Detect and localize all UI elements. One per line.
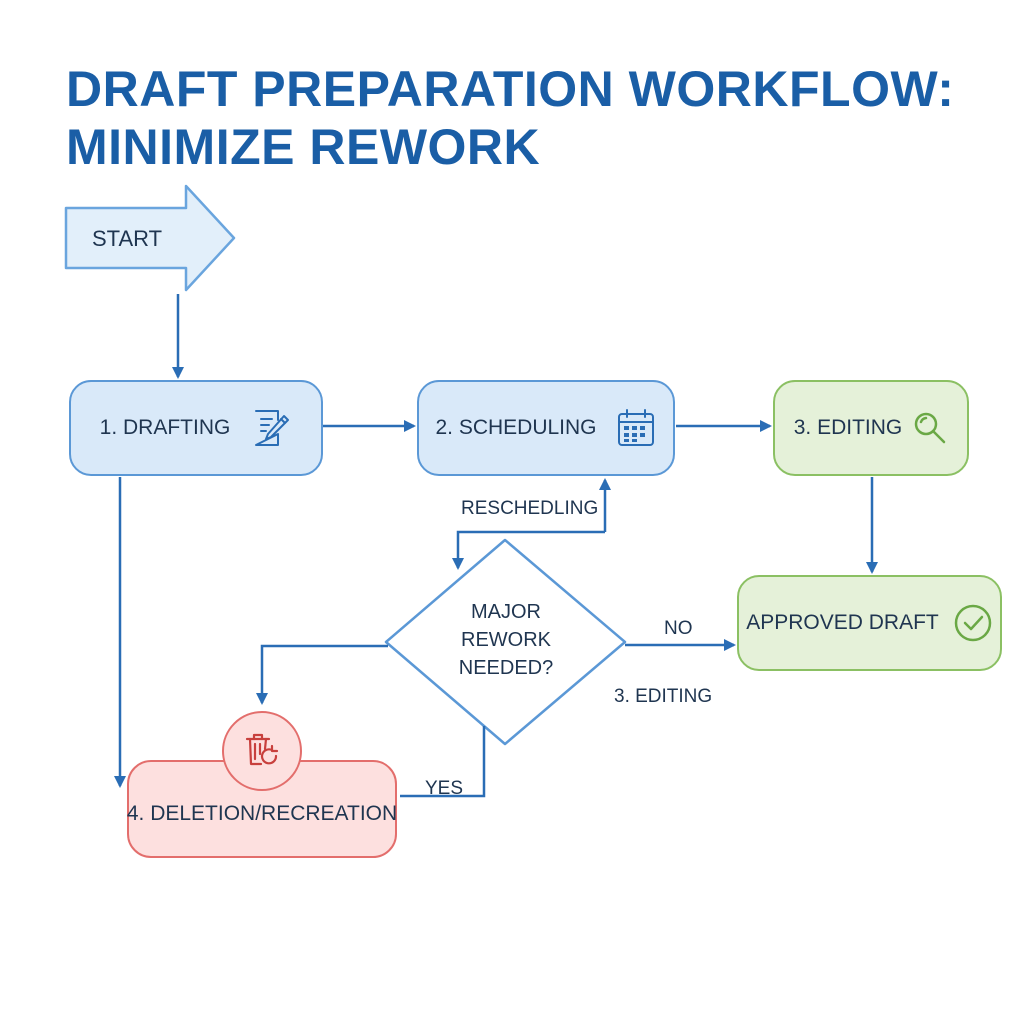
edge-rescheduling-down [452,530,605,570]
editing-note-label: 3. EDITING [614,686,713,707]
rescheduling-edge-label: RESCHEDLING [461,498,599,519]
start-label: START [92,226,163,251]
title-line-1: DRAFT PREPARATION WORKFLOW: [66,61,955,117]
trash-recycle-icon [222,711,302,791]
decision-line-3: NEEDED? [458,657,554,679]
scheduling-label: 2. SCHEDULING [435,416,597,439]
page-title: DRAFT PREPARATION WORKFLOW: MINIMIZE REW… [66,60,966,176]
edge-decision-deletion [256,644,388,705]
decision-line-1: MAJOR [471,601,541,623]
drafting-label: 1. DRAFTING [99,416,231,439]
calendar-icon [615,407,657,449]
check-circle-icon [953,603,993,643]
decision-line-2: REWORK [461,629,551,651]
edge-decision-yes [400,726,486,798]
approved-draft-label: APPROVED DRAFT [746,611,939,634]
deletion-recreation-label: 4. DELETION/RECREATION [126,802,398,825]
document-pencil-icon [248,406,292,450]
editing-node[interactable]: 3. EDITING [773,380,969,476]
decision-diamond[interactable] [384,538,627,746]
yes-edge-label: YES [425,778,464,799]
editing-label: 3. EDITING [793,416,903,439]
scheduling-node[interactable]: 2. SCHEDULING [417,380,675,476]
approved-draft-node[interactable]: APPROVED DRAFT [737,575,1002,671]
no-edge-label: NO [664,618,693,639]
decision-text: MAJOR REWORK NEEDED? [436,598,576,682]
magnifier-icon [912,410,948,446]
drafting-node[interactable]: 1. DRAFTING [69,380,323,476]
start-arrow-shape[interactable] [64,184,236,292]
title-line-2: MINIMIZE REWORK [66,119,541,175]
